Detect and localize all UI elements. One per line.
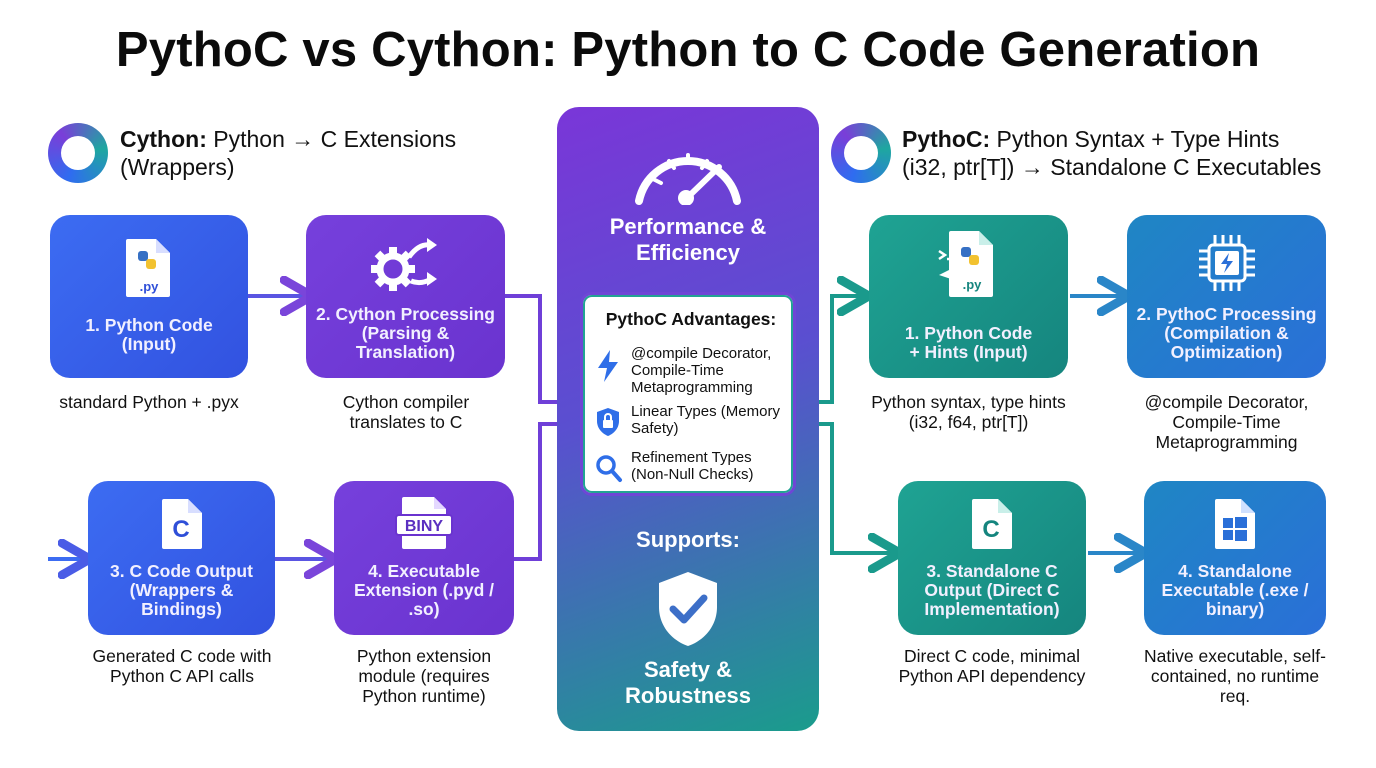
cython-step-4-caption: Python extension module (requires Python… <box>356 646 492 706</box>
pythoc-heading-line1: Python Syntax + Type Hints <box>990 126 1280 152</box>
pythoc-heading-bold: PythoC: <box>902 126 991 152</box>
pythoc-step-3-caption: Direct C code, minimal Python API depend… <box>898 646 1086 686</box>
pythoc-step-4-label: 4. Standalone Executable (.exe / binary) <box>1161 561 1309 619</box>
advantage-text: Refinement Types (Non-Null Checks) <box>631 449 754 483</box>
page-title: PythoC vs Cython: Python to C Code Gener… <box>115 23 1261 77</box>
cython-step-1-caption: standard Python + .pyx <box>59 392 239 412</box>
pythoc-step-4-caption: Native executable, self-contained, no ru… <box>1144 646 1326 706</box>
pythoc-step-3-label: 3. Standalone C Output (Direct C Impleme… <box>924 561 1060 619</box>
lightning-icon <box>595 349 621 387</box>
cython-step-2[interactable]: 2. Cython Processing (Parsing & Translat… <box>306 215 505 378</box>
cython-step-2-caption: Cython compiler translates to C <box>342 392 470 432</box>
gear-arrows-icon <box>370 235 441 302</box>
lock-shield-icon <box>595 407 621 441</box>
python-file-icon: .py <box>124 237 174 304</box>
svg-text:C: C <box>172 516 189 543</box>
pythoc-ring-icon <box>831 123 891 183</box>
advantage-item: Linear Types (Memory Safety) <box>595 403 795 439</box>
magnifier-icon <box>595 453 623 487</box>
svg-text:BINY: BINY <box>405 518 444 535</box>
advantages-card: PythoC Advantages: @compile Decorator, C… <box>580 292 796 496</box>
cython-step-1[interactable]: .py 1. Python Code (Input) <box>50 215 248 378</box>
supports-label: Supports: <box>636 527 740 552</box>
cython-heading-line1: Python → C Extensions <box>206 126 457 152</box>
svg-text:C: C <box>982 516 999 543</box>
speedometer-icon <box>629 135 747 210</box>
cython-heading: Cython: Python → C Extensions (Wrappers) <box>120 125 540 181</box>
pythoc-step-1-caption: Python syntax, type hints (i32, f64, ptr… <box>871 392 1066 432</box>
advantage-item: @compile Decorator, Compile-Time Metapro… <box>595 345 795 397</box>
cython-step-3-caption: Generated C code with Python C API calls <box>92 646 272 686</box>
python-file-hints-icon: .py <box>937 229 1001 304</box>
pythoc-step-2-caption: @compile Decorator, Compile-Time Metapro… <box>1144 392 1309 452</box>
cpu-chip-icon <box>1197 233 1257 298</box>
windows-file-icon <box>1213 497 1257 556</box>
pythoc-step-2-label: 2. PythoC Processing (Compilation & Opti… <box>1136 304 1317 362</box>
pythoc-heading-line2: (i32, ptr[T]) → Standalone C Executables <box>902 154 1322 180</box>
binary-file-icon: BINY <box>394 495 454 556</box>
c-file-icon: C <box>160 497 204 556</box>
svg-text:.py: .py <box>140 279 160 294</box>
pythoc-step-1-label: 1. Python Code + Hints (Input) <box>904 323 1033 362</box>
c-file-icon: C <box>970 497 1014 556</box>
advantage-text: @compile Decorator, Compile-Time Metapro… <box>631 345 772 396</box>
pythoc-step-4[interactable]: 4. Standalone Executable (.exe / binary) <box>1144 481 1326 635</box>
pythoc-step-3[interactable]: C 3. Standalone C Output (Direct C Imple… <box>898 481 1086 635</box>
advantages-title: PythoC Advantages: <box>605 309 777 329</box>
advantage-item: Refinement Types (Non-Null Checks) <box>595 449 795 485</box>
performance-title: Performance & Efficiency <box>609 214 767 265</box>
cython-step-2-label: 2. Cython Processing (Parsing & Translat… <box>316 304 495 362</box>
cython-step-4[interactable]: BINY 4. Executable Extension (.pyd / .so… <box>334 481 514 635</box>
cython-step-3-label: 3. C Code Output (Wrappers & Bindings) <box>110 561 253 619</box>
svg-text:.py: .py <box>962 277 982 292</box>
safety-title: Safety & Robustness <box>625 657 751 708</box>
pythoc-heading: PythoC: Python Syntax + Type Hints (i32,… <box>902 125 1372 181</box>
advantage-text: Linear Types (Memory Safety) <box>631 403 780 437</box>
cython-heading-line2: (Wrappers) <box>120 154 235 180</box>
pythoc-step-2[interactable]: 2. PythoC Processing (Compilation & Opti… <box>1127 215 1326 378</box>
cython-ring-icon <box>48 123 108 183</box>
cython-step-3[interactable]: C 3. C Code Output (Wrappers & Bindings) <box>88 481 275 635</box>
pythoc-step-1[interactable]: .py 1. Python Code + Hints (Input) <box>869 215 1068 378</box>
cython-heading-bold: Cython: <box>120 126 207 152</box>
cython-step-1-label: 1. Python Code (Input) <box>85 315 213 354</box>
shield-check-icon <box>653 569 723 654</box>
cython-step-4-label: 4. Executable Extension (.pyd / .so) <box>353 561 495 619</box>
